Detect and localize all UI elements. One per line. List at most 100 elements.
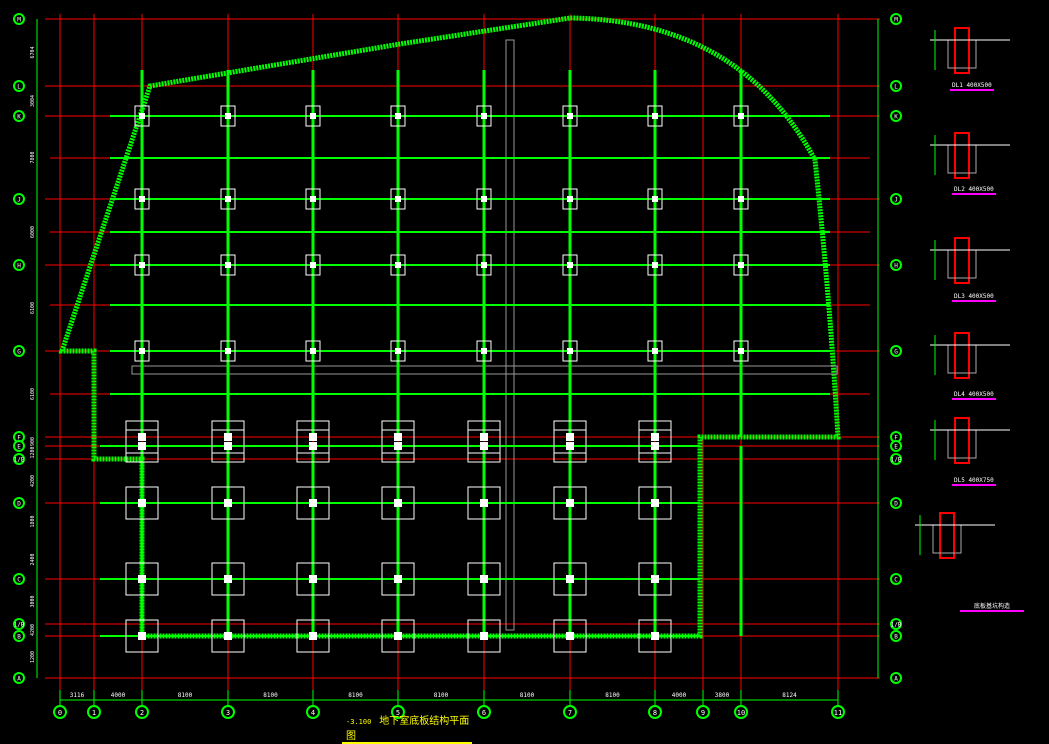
pile-cap — [296, 619, 330, 653]
pile-cap — [211, 486, 245, 520]
detail-section-rebar — [954, 237, 970, 284]
column-core — [224, 433, 232, 441]
column — [562, 188, 578, 210]
column-core — [225, 348, 231, 354]
pile-cap — [211, 420, 245, 454]
column-core — [652, 113, 658, 119]
column-core — [480, 632, 488, 640]
pile-cap — [467, 619, 501, 653]
column-core — [395, 196, 401, 202]
axis-label-row-K: K — [17, 114, 21, 121]
column-core — [394, 575, 402, 583]
detail-section-outline — [947, 39, 977, 69]
column-core — [309, 499, 317, 507]
column — [390, 340, 406, 362]
column-core — [395, 262, 401, 268]
column — [733, 188, 749, 210]
column-core — [309, 433, 317, 441]
pile-cap — [638, 562, 672, 596]
axis-bubble-row — [13, 573, 25, 585]
level-mark: -3.100 — [346, 718, 372, 726]
column-core — [481, 348, 487, 354]
column — [390, 105, 406, 127]
axis-label-col-11: 11 — [834, 709, 842, 717]
column-core — [567, 113, 573, 119]
column-core — [480, 442, 488, 450]
axis-bubble-row — [13, 618, 25, 630]
axis-label-row-1/E: 1/E — [891, 457, 902, 464]
axis-label-row-K: K — [894, 114, 898, 121]
column — [220, 188, 236, 210]
column-core — [309, 632, 317, 640]
dimension-text: 4000 — [672, 692, 687, 699]
axis-bubble-row — [13, 345, 25, 357]
axis-bubble-row — [890, 110, 902, 122]
axis-bubble-row — [890, 193, 902, 205]
column-core — [738, 348, 744, 354]
dimension-text: 8124 — [782, 692, 797, 699]
column-core — [310, 262, 316, 268]
column-core — [310, 113, 316, 119]
column-core — [225, 196, 231, 202]
dimension-text: 8100 — [434, 692, 449, 699]
axis-label-row-H: H — [894, 263, 898, 270]
axis-bubble-row — [890, 345, 902, 357]
column — [562, 340, 578, 362]
pile-cap — [553, 420, 587, 454]
pile-cap — [553, 486, 587, 520]
column-core — [566, 433, 574, 441]
axis-bubble-col — [135, 705, 149, 719]
column-core — [394, 433, 402, 441]
axis-bubble-row — [13, 440, 25, 452]
axis-bubble-row — [890, 453, 902, 465]
pile-cap — [638, 420, 672, 454]
axis-label-row-B: B — [17, 634, 21, 641]
axis-label-col-9: 9 — [701, 709, 705, 717]
detail-section-rebar — [954, 27, 970, 74]
axis-label-row-B: B — [894, 634, 898, 641]
axis-bubble-col — [831, 705, 845, 719]
detail-label-dl4: DL4 400X500 — [952, 391, 996, 400]
axis-label-row-L: L — [17, 84, 21, 91]
column-core — [310, 348, 316, 354]
dimension-text-left: 3004 — [30, 95, 36, 107]
dimension-text-left: 1200 — [30, 446, 36, 458]
column — [305, 105, 321, 127]
column — [562, 105, 578, 127]
detail-section-outline — [947, 249, 977, 279]
pile-cap — [381, 619, 415, 653]
detail-section-rebar — [954, 417, 970, 464]
pile-cap — [638, 619, 672, 653]
column-core — [652, 196, 658, 202]
detail-section-outline — [947, 344, 977, 374]
pile-cap — [125, 619, 159, 653]
axis-bubble-row — [13, 80, 25, 92]
column-core — [225, 262, 231, 268]
column — [390, 254, 406, 276]
axis-label-row-H: H — [17, 263, 21, 270]
dimension-text-left: 6100 — [30, 302, 36, 314]
pile-cap — [553, 619, 587, 653]
column-core — [138, 433, 146, 441]
axis-label-row-L: L — [894, 84, 898, 91]
column — [476, 340, 492, 362]
axis-bubble-row — [13, 110, 25, 122]
axis-label-row-D: D — [17, 501, 21, 508]
axis-label-col-2: 2 — [140, 709, 144, 717]
detail-section-outline — [947, 144, 977, 174]
axis-label-col-4: 4 — [311, 709, 315, 717]
column-core — [395, 348, 401, 354]
axis-label-col-1: 1 — [92, 709, 96, 717]
pile-cap — [125, 420, 159, 454]
axis-bubble-row — [890, 573, 902, 585]
wall-strip-vertical — [505, 39, 515, 631]
pile-cap — [381, 420, 415, 454]
detail-label-dl3: DL3 400X500 — [952, 293, 996, 302]
detail-section-rebar — [939, 512, 955, 559]
column — [733, 254, 749, 276]
column-core — [567, 196, 573, 202]
axis-bubble-row — [13, 13, 25, 25]
axis-bubble-row — [13, 497, 25, 509]
column-core — [138, 632, 146, 640]
detail-section-rebar — [954, 132, 970, 179]
